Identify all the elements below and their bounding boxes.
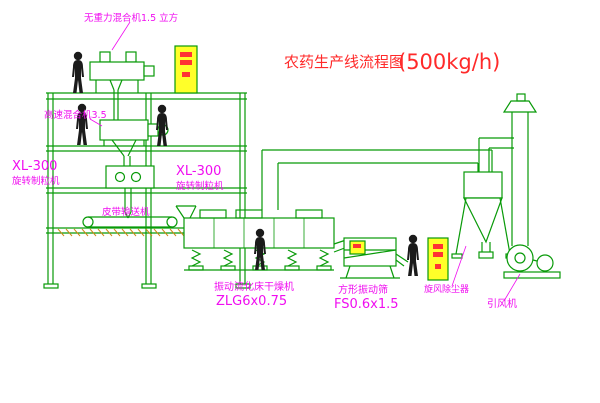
cabinet-indicator [180,52,192,57]
drawing-title: 农药生产线流程图 [284,53,404,71]
label-belt-conveyor: 皮带输送机 [102,206,150,218]
exhaust-stack [502,93,538,246]
cabinet-indicator [182,72,190,77]
label-dryer-model: ZLG6x0.75 [216,294,287,309]
label-fan: 引风机 [487,297,517,310]
cyclone-separator [451,137,517,259]
label-granulator-mid-name: 旋转制粒机 [176,180,224,192]
fluid-bed-dryer [175,205,335,271]
label-granulator-mid-model: XL-300 [176,164,221,179]
belt-conveyor [82,216,178,228]
induced-draft-fan [503,244,561,279]
square-sieve [333,237,409,279]
label-cyclone: 旋风除尘器 [424,283,469,295]
worker-figure [72,51,84,93]
worker-figure [156,104,168,146]
label-sieve-name: 方形振动筛 [338,283,388,296]
drawing-title-capacity: (500kg/h) [398,50,500,74]
cabinet-indicator [353,244,361,248]
gravity-free-mixer [89,51,155,120]
cabinet-indicator [180,60,192,65]
label-leader-lines [89,21,521,302]
label-granulator-left-model: XL-300 [12,159,57,174]
worker-figure [407,234,419,276]
floor-hatch [57,228,185,237]
label-sieve-model: FS0.6x1.5 [334,297,399,312]
control-cabinet-top [174,45,198,94]
building-frame [43,92,251,289]
rotary-granulator [105,165,155,219]
exhaust-duct [261,149,493,210]
control-cabinet-right [427,237,449,281]
label-granulator-left-name: 旋转制粒机 [12,175,60,187]
label-high-speed-mixer: 高速混合机3.5 [44,109,107,121]
cabinet-indicator [435,264,441,269]
label-dryer-name: 振动流化床干燥机 [214,280,294,293]
cabinet-indicator [433,252,443,257]
label-gravity-mixer: 无重力混合机1.5 立方 [84,12,178,24]
cabinet-indicator [433,244,443,249]
